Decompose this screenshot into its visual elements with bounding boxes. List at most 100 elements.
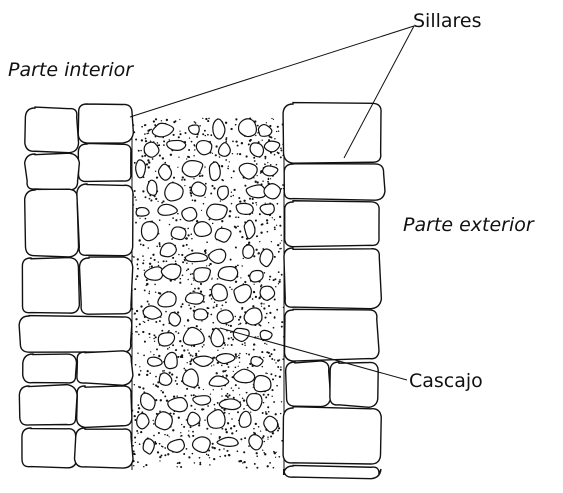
- mortar-dot: [266, 219, 268, 221]
- mortar-dot: [267, 373, 268, 374]
- mortar-dot: [178, 417, 180, 419]
- mortar-dot: [217, 362, 218, 363]
- mortar-dot: [154, 341, 155, 342]
- mortar-dot: [257, 175, 258, 176]
- rubble-stone: [194, 268, 211, 282]
- rubble-stone: [182, 161, 202, 177]
- mortar-dot: [261, 224, 263, 226]
- mortar-dot: [192, 290, 194, 292]
- mortar-dot: [193, 279, 194, 280]
- mortar-dot: [271, 241, 272, 242]
- mortar-dot: [217, 278, 219, 280]
- mortar-dot: [255, 135, 256, 136]
- mortar-dot: [191, 395, 193, 397]
- mortar-dot: [274, 228, 276, 230]
- rubble-fill-region: [131, 108, 285, 470]
- mortar-dot: [159, 155, 161, 157]
- mortar-dot: [243, 200, 245, 202]
- mortar-dot: [229, 210, 231, 212]
- mortar-dot: [175, 120, 177, 122]
- rubble-stone: [244, 308, 262, 325]
- mortar-dot: [229, 215, 231, 217]
- mortar-dot: [242, 462, 243, 463]
- rubble-stone: [144, 142, 159, 157]
- rubble-stone: [246, 185, 266, 198]
- mortar-dot: [137, 258, 139, 260]
- mortar-dot: [228, 413, 229, 414]
- ashlar-block: [79, 257, 132, 314]
- mortar-dot: [148, 247, 150, 249]
- mortar-dot: [155, 171, 156, 172]
- rubble-stone: [216, 354, 235, 364]
- mortar-dot: [206, 307, 208, 309]
- right-ashlar-column: [283, 103, 385, 479]
- mortar-dot: [155, 118, 157, 120]
- mortar-dot: [221, 220, 223, 222]
- mortar-dot: [159, 242, 161, 244]
- mortar-dot: [205, 135, 206, 136]
- rubble-stone: [167, 140, 186, 150]
- mortar-dot: [213, 458, 215, 460]
- mortar-dot: [172, 257, 174, 259]
- mortar-dot: [255, 181, 257, 183]
- mortar-dot: [139, 366, 140, 367]
- mortar-dot: [166, 119, 168, 121]
- mortar-dot: [178, 254, 179, 255]
- mortar-dot: [227, 168, 229, 170]
- mortar-dot: [179, 119, 180, 120]
- mortar-dot: [279, 216, 281, 218]
- mortar-dot: [280, 149, 282, 151]
- ashlar-block: [23, 354, 77, 383]
- mortar-dot: [153, 334, 155, 336]
- mortar-dot: [142, 190, 144, 192]
- ashlar-block: [284, 465, 381, 478]
- mortar-dot: [239, 353, 241, 355]
- mortar-dot: [238, 357, 240, 359]
- mortar-dot: [273, 467, 275, 469]
- mortar-dot: [192, 199, 194, 201]
- mortar-dot: [190, 195, 192, 197]
- mortar-dot: [241, 142, 243, 144]
- mortar-dot: [253, 432, 255, 434]
- mortar-dot: [194, 288, 196, 290]
- mortar-dot: [191, 273, 193, 275]
- mortar-dot: [270, 178, 271, 179]
- mortar-dot: [189, 436, 191, 438]
- ashlar-block: [330, 362, 378, 407]
- ashlar-block: [284, 309, 379, 361]
- mortar-dot: [232, 153, 233, 154]
- mortar-dot: [262, 366, 264, 368]
- mortar-dot: [163, 324, 165, 326]
- mortar-dot: [179, 130, 180, 131]
- mortar-dot: [148, 161, 150, 163]
- mortar-dot: [134, 436, 136, 438]
- mortar-dot: [144, 289, 146, 291]
- mortar-dot: [146, 374, 148, 376]
- mortar-dot: [228, 166, 229, 167]
- mortar-dot: [225, 159, 227, 161]
- mortar-dot: [166, 260, 168, 262]
- rubble-stone: [207, 204, 228, 220]
- mortar-dot: [161, 202, 163, 204]
- rubble-stone: [193, 396, 211, 405]
- mortar-dot: [255, 423, 257, 425]
- rubble-stone: [187, 412, 200, 426]
- rubble-stone: [143, 439, 154, 454]
- mortar-dot: [168, 436, 169, 437]
- mortar-dot: [163, 370, 165, 372]
- rubble-stone: [219, 399, 240, 410]
- mortar-dot: [248, 445, 250, 447]
- mortar-dot: [221, 226, 223, 228]
- mortar-dot: [223, 448, 224, 449]
- mortar-dot: [156, 177, 158, 179]
- mortar-dot: [145, 138, 147, 140]
- mortar-dot: [187, 279, 189, 281]
- mortar-dot: [276, 385, 278, 387]
- mortar-dot: [154, 259, 156, 261]
- mortar-dot: [153, 338, 154, 339]
- mortar-dot: [254, 463, 256, 465]
- mortar-dot: [194, 462, 196, 464]
- mortar-dot: [226, 431, 228, 433]
- mortar-dot: [187, 362, 188, 363]
- mortar-dot: [163, 144, 165, 146]
